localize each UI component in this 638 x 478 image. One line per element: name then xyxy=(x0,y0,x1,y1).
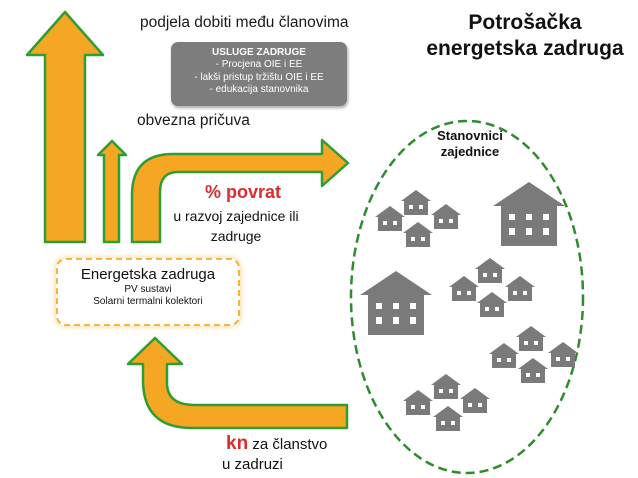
cooperative-line: Solarni termalni kolektori xyxy=(93,296,203,307)
return-amount: % povrat xyxy=(205,182,282,202)
return-description: u razvoj zajednice ili zadruge xyxy=(173,208,299,244)
title-line-2: energetska zadruga xyxy=(426,37,624,60)
title-line-1: Potrošačka xyxy=(468,11,582,34)
house-cluster-1 xyxy=(375,190,461,247)
services-item: - edukacija stanovnika xyxy=(209,84,309,95)
house-cluster-2 xyxy=(449,258,535,317)
profit-share-label: podjela dobiti među članovima xyxy=(140,14,349,31)
membership-label-line-2: u zadruzi xyxy=(222,456,283,473)
membership-arrow xyxy=(126,336,349,430)
community-ellipse xyxy=(349,119,585,475)
residents-line-2: zajednice xyxy=(440,144,500,159)
services-box: USLUGE ZADRUGE - Procjena OIE i EE - lak… xyxy=(171,42,347,106)
services-item: - lakši pristup tržištu OIE i EE xyxy=(194,71,324,83)
cooperative-box: Energetska zadruga PV sustavi Solarni te… xyxy=(56,258,240,326)
return-arrow xyxy=(130,138,350,244)
services-item: - Procjena OIE i EE xyxy=(215,59,303,70)
house-cluster-4 xyxy=(403,374,490,431)
profit-share-arrow xyxy=(25,10,105,244)
reserve-label: obvezna pričuva xyxy=(137,112,250,129)
membership-label: kn za članstvo xyxy=(226,433,327,455)
house-large-2 xyxy=(360,271,432,335)
reserve-arrow xyxy=(96,139,128,244)
membership-text: za članstvo xyxy=(248,436,328,453)
residents-label: Stanovnici zajednice xyxy=(420,128,520,160)
page-title: Potrošačka energetska zadruga xyxy=(420,10,630,62)
house-large-1 xyxy=(493,182,565,246)
cooperative-line: PV sustavi xyxy=(124,284,172,295)
membership-amount: kn xyxy=(226,433,249,454)
services-heading: USLUGE ZADRUGE xyxy=(212,47,306,58)
residents-line-1: Stanovnici xyxy=(437,128,503,143)
cooperative-name: Energetska zadruga xyxy=(80,266,216,283)
house-cluster-3 xyxy=(489,326,578,383)
